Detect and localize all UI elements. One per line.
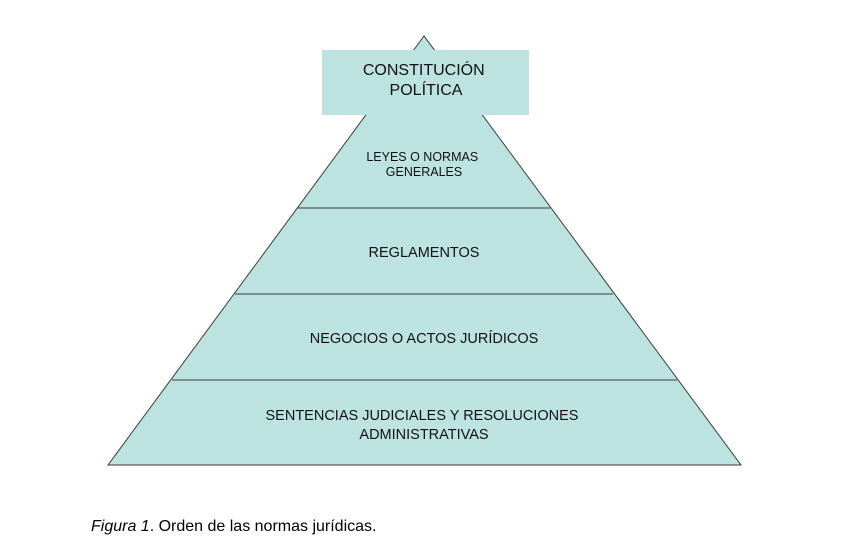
apex-label-line: POLÍTICA bbox=[390, 80, 463, 99]
tier-label-line: GENERALES bbox=[386, 165, 462, 179]
tier-label-leyes: LEYES O NORMAS GENERALES bbox=[366, 150, 481, 179]
tier-label-line: REGLAMENTOS bbox=[369, 245, 480, 261]
figure-caption-text: . Orden de las normas jurídicas. bbox=[149, 518, 377, 535]
tier-label-sentencias: SENTENCIAS JUDICIALES Y RESOLUCIONES ADM… bbox=[266, 408, 583, 443]
figure-label: Figura 1 bbox=[91, 518, 150, 535]
apex-label: CONSTITUCIÓN POLÍTICA bbox=[363, 60, 489, 99]
tier-label-line: LEYES O NORMAS bbox=[366, 150, 478, 164]
tier-label-line: NEGOCIOS O ACTOS JURÍDICOS bbox=[310, 330, 539, 347]
tier-label-line: SENTENCIAS JUDICIALES Y RESOLUCIONES bbox=[266, 408, 579, 424]
apex-label-line: CONSTITUCIÓN bbox=[363, 60, 485, 79]
apex-box bbox=[322, 50, 529, 115]
tier-label-reglamentos: REGLAMENTOS bbox=[369, 245, 480, 261]
figure-caption: Figura 1. Orden de las normas jurídicas. bbox=[91, 518, 376, 536]
tier-label-line: ADMINISTRATIVAS bbox=[359, 427, 488, 443]
pyramid-body bbox=[107, 35, 742, 466]
tier-label-negocios: NEGOCIOS O ACTOS JURÍDICOS bbox=[310, 330, 539, 347]
